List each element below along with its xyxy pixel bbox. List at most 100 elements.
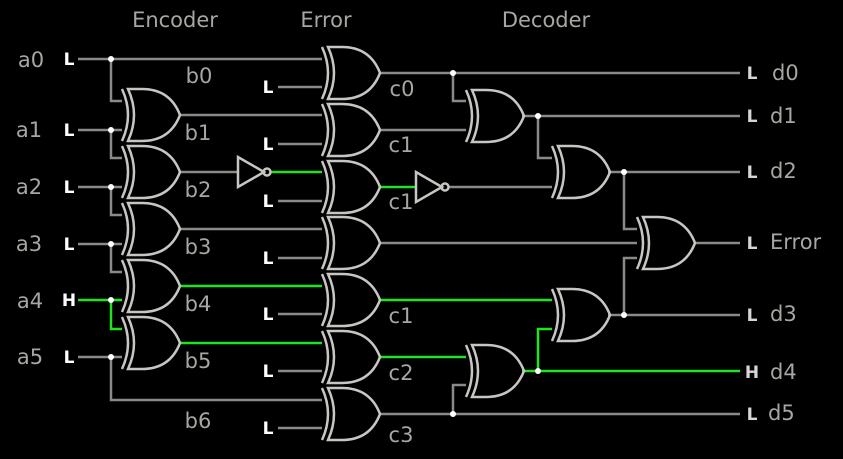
input-toggle-a1[interactable]: L — [64, 121, 75, 141]
output-label-d3: d3 — [770, 302, 797, 326]
xor-gate — [120, 201, 182, 257]
label-b6: b6 — [185, 409, 212, 433]
label-b1: b1 — [185, 121, 212, 145]
input-toggle-a2[interactable]: L — [64, 178, 75, 198]
junction-dot — [535, 368, 541, 374]
output-state-d5: L — [747, 405, 758, 425]
wire-d3-err — [622, 256, 637, 315]
wire-c3-dec — [451, 383, 466, 414]
output-label-d5: d5 — [768, 401, 795, 425]
xor-gate — [320, 215, 382, 271]
error-toggle-3[interactable]: L — [263, 249, 274, 269]
label-b4: b4 — [185, 292, 212, 316]
junction-dot — [108, 241, 114, 247]
xor-gate — [120, 258, 182, 314]
output-state-error: L — [747, 234, 758, 254]
outputs: L d0 L d1 L d2 L Error L d3 H d4 L d5 — [745, 61, 822, 425]
junction-dot — [535, 113, 541, 119]
label-c1: c1 — [389, 190, 414, 214]
xor-gate — [120, 144, 182, 200]
label-c2: c2 — [389, 361, 414, 385]
error-toggle-5[interactable]: L — [263, 362, 274, 382]
encoder-gates — [120, 87, 182, 371]
label-b5: b5 — [185, 349, 212, 373]
wires — [78, 57, 740, 430]
wire-a5-b6 — [109, 357, 322, 402]
wire-a4-enc5 — [109, 300, 122, 331]
output-state-d3: L — [747, 306, 758, 326]
label-b3: b3 — [185, 235, 212, 259]
junction-dot — [108, 56, 114, 62]
input-label-a0: a0 — [18, 48, 44, 72]
wire-d4-dec — [536, 327, 552, 371]
xor-gate — [635, 215, 697, 271]
label-c3: c3 — [389, 423, 414, 447]
inputs: a0 L a1 L a2 L a3 L a4 H a5 L — [16, 48, 76, 369]
wire-a0-enc1 — [109, 59, 122, 103]
wire-a3-enc4 — [109, 244, 122, 274]
input-label-a2: a2 — [16, 175, 42, 199]
encoded-labels: b0 b1 b2 b3 b4 b5 b6 — [185, 64, 213, 433]
label-c1: c1 — [389, 133, 414, 157]
label-c0: c0 — [390, 77, 415, 101]
output-label-d0: d0 — [772, 61, 799, 85]
junction-dot — [108, 354, 114, 360]
input-label-a1: a1 — [16, 118, 42, 142]
output-label-d1: d1 — [770, 104, 797, 128]
input-label-a3: a3 — [16, 232, 42, 256]
junction-dot — [621, 169, 627, 175]
output-label-error: Error — [770, 230, 822, 254]
error-toggle-4[interactable]: L — [263, 305, 274, 325]
output-label-d2: d2 — [770, 159, 797, 183]
wire-a2-enc3 — [109, 187, 122, 217]
section-decoder: Decoder — [502, 8, 591, 32]
xor-gate — [320, 102, 382, 158]
input-toggle-a3[interactable]: L — [64, 235, 75, 255]
junction-dot — [621, 312, 627, 318]
input-toggle-a0[interactable]: L — [64, 50, 75, 70]
output-state-d4: H — [745, 363, 759, 383]
junctions — [108, 56, 627, 417]
input-label-a5: a5 — [17, 345, 43, 369]
section-encoder: Encoder — [132, 8, 218, 32]
junction-dot — [108, 297, 114, 303]
xor-gate — [320, 272, 382, 328]
input-toggle-a4[interactable]: H — [62, 291, 76, 311]
wire-c0-dec1 — [451, 73, 466, 103]
error-toggle-1[interactable]: L — [263, 135, 274, 155]
error-injection-toggles: L L L L L L L — [263, 78, 274, 439]
error-gates — [320, 45, 382, 442]
label-b0: b0 — [186, 64, 213, 88]
error-toggle-6[interactable]: L — [263, 419, 274, 439]
xor-gate — [320, 45, 382, 101]
not-gate — [414, 170, 450, 204]
junction-dot — [450, 411, 456, 417]
error-toggle-0[interactable]: L — [263, 78, 274, 98]
xor-gate — [320, 329, 382, 385]
wire-a1-enc2 — [109, 130, 122, 160]
input-label-a4: a4 — [17, 289, 43, 313]
xor-gate — [320, 386, 382, 442]
output-state-d0: L — [747, 64, 758, 84]
section-error: Error — [300, 8, 352, 32]
wire-d1-dec2 — [536, 116, 552, 160]
xor-gate — [550, 287, 612, 343]
wire-d2-err — [622, 172, 637, 231]
xor-gate — [120, 315, 182, 371]
junction-dot — [450, 70, 456, 76]
xor-gate — [550, 144, 612, 200]
input-toggle-a5[interactable]: L — [64, 348, 75, 368]
error-toggle-2[interactable]: L — [263, 192, 274, 212]
output-label-d4: d4 — [770, 360, 797, 384]
not-gate — [236, 155, 272, 189]
error-output-labels: c0 c1 c1 c1 c2 c3 — [389, 77, 415, 447]
label-c1: c1 — [389, 304, 414, 328]
xor-gate — [320, 159, 382, 215]
xor-gate — [464, 343, 526, 399]
junction-dot — [108, 184, 114, 190]
label-b2: b2 — [185, 178, 212, 202]
output-state-d1: L — [747, 107, 758, 127]
xor-gate — [464, 88, 526, 144]
output-state-d2: L — [747, 163, 758, 183]
